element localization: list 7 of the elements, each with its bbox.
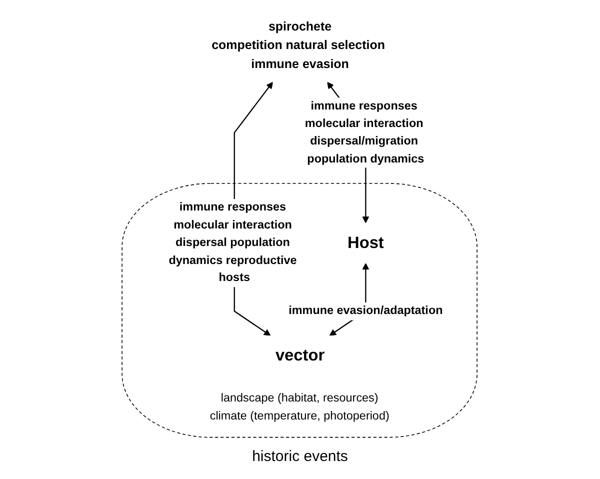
node-text: Host xyxy=(348,234,384,252)
edge-label: immune evasion/adaptation xyxy=(289,304,444,318)
edge-label: immune responses molecular interaction dispersal population dynamics reproductive hosts xyxy=(169,200,298,284)
edge-label: immune responses molecular interaction dispersal/migration population dynamics xyxy=(305,99,425,166)
note-text: historic events xyxy=(252,448,348,465)
node-text: spirochete competition natural selection immune evasion xyxy=(212,20,386,72)
node-text: vector xyxy=(276,346,326,364)
